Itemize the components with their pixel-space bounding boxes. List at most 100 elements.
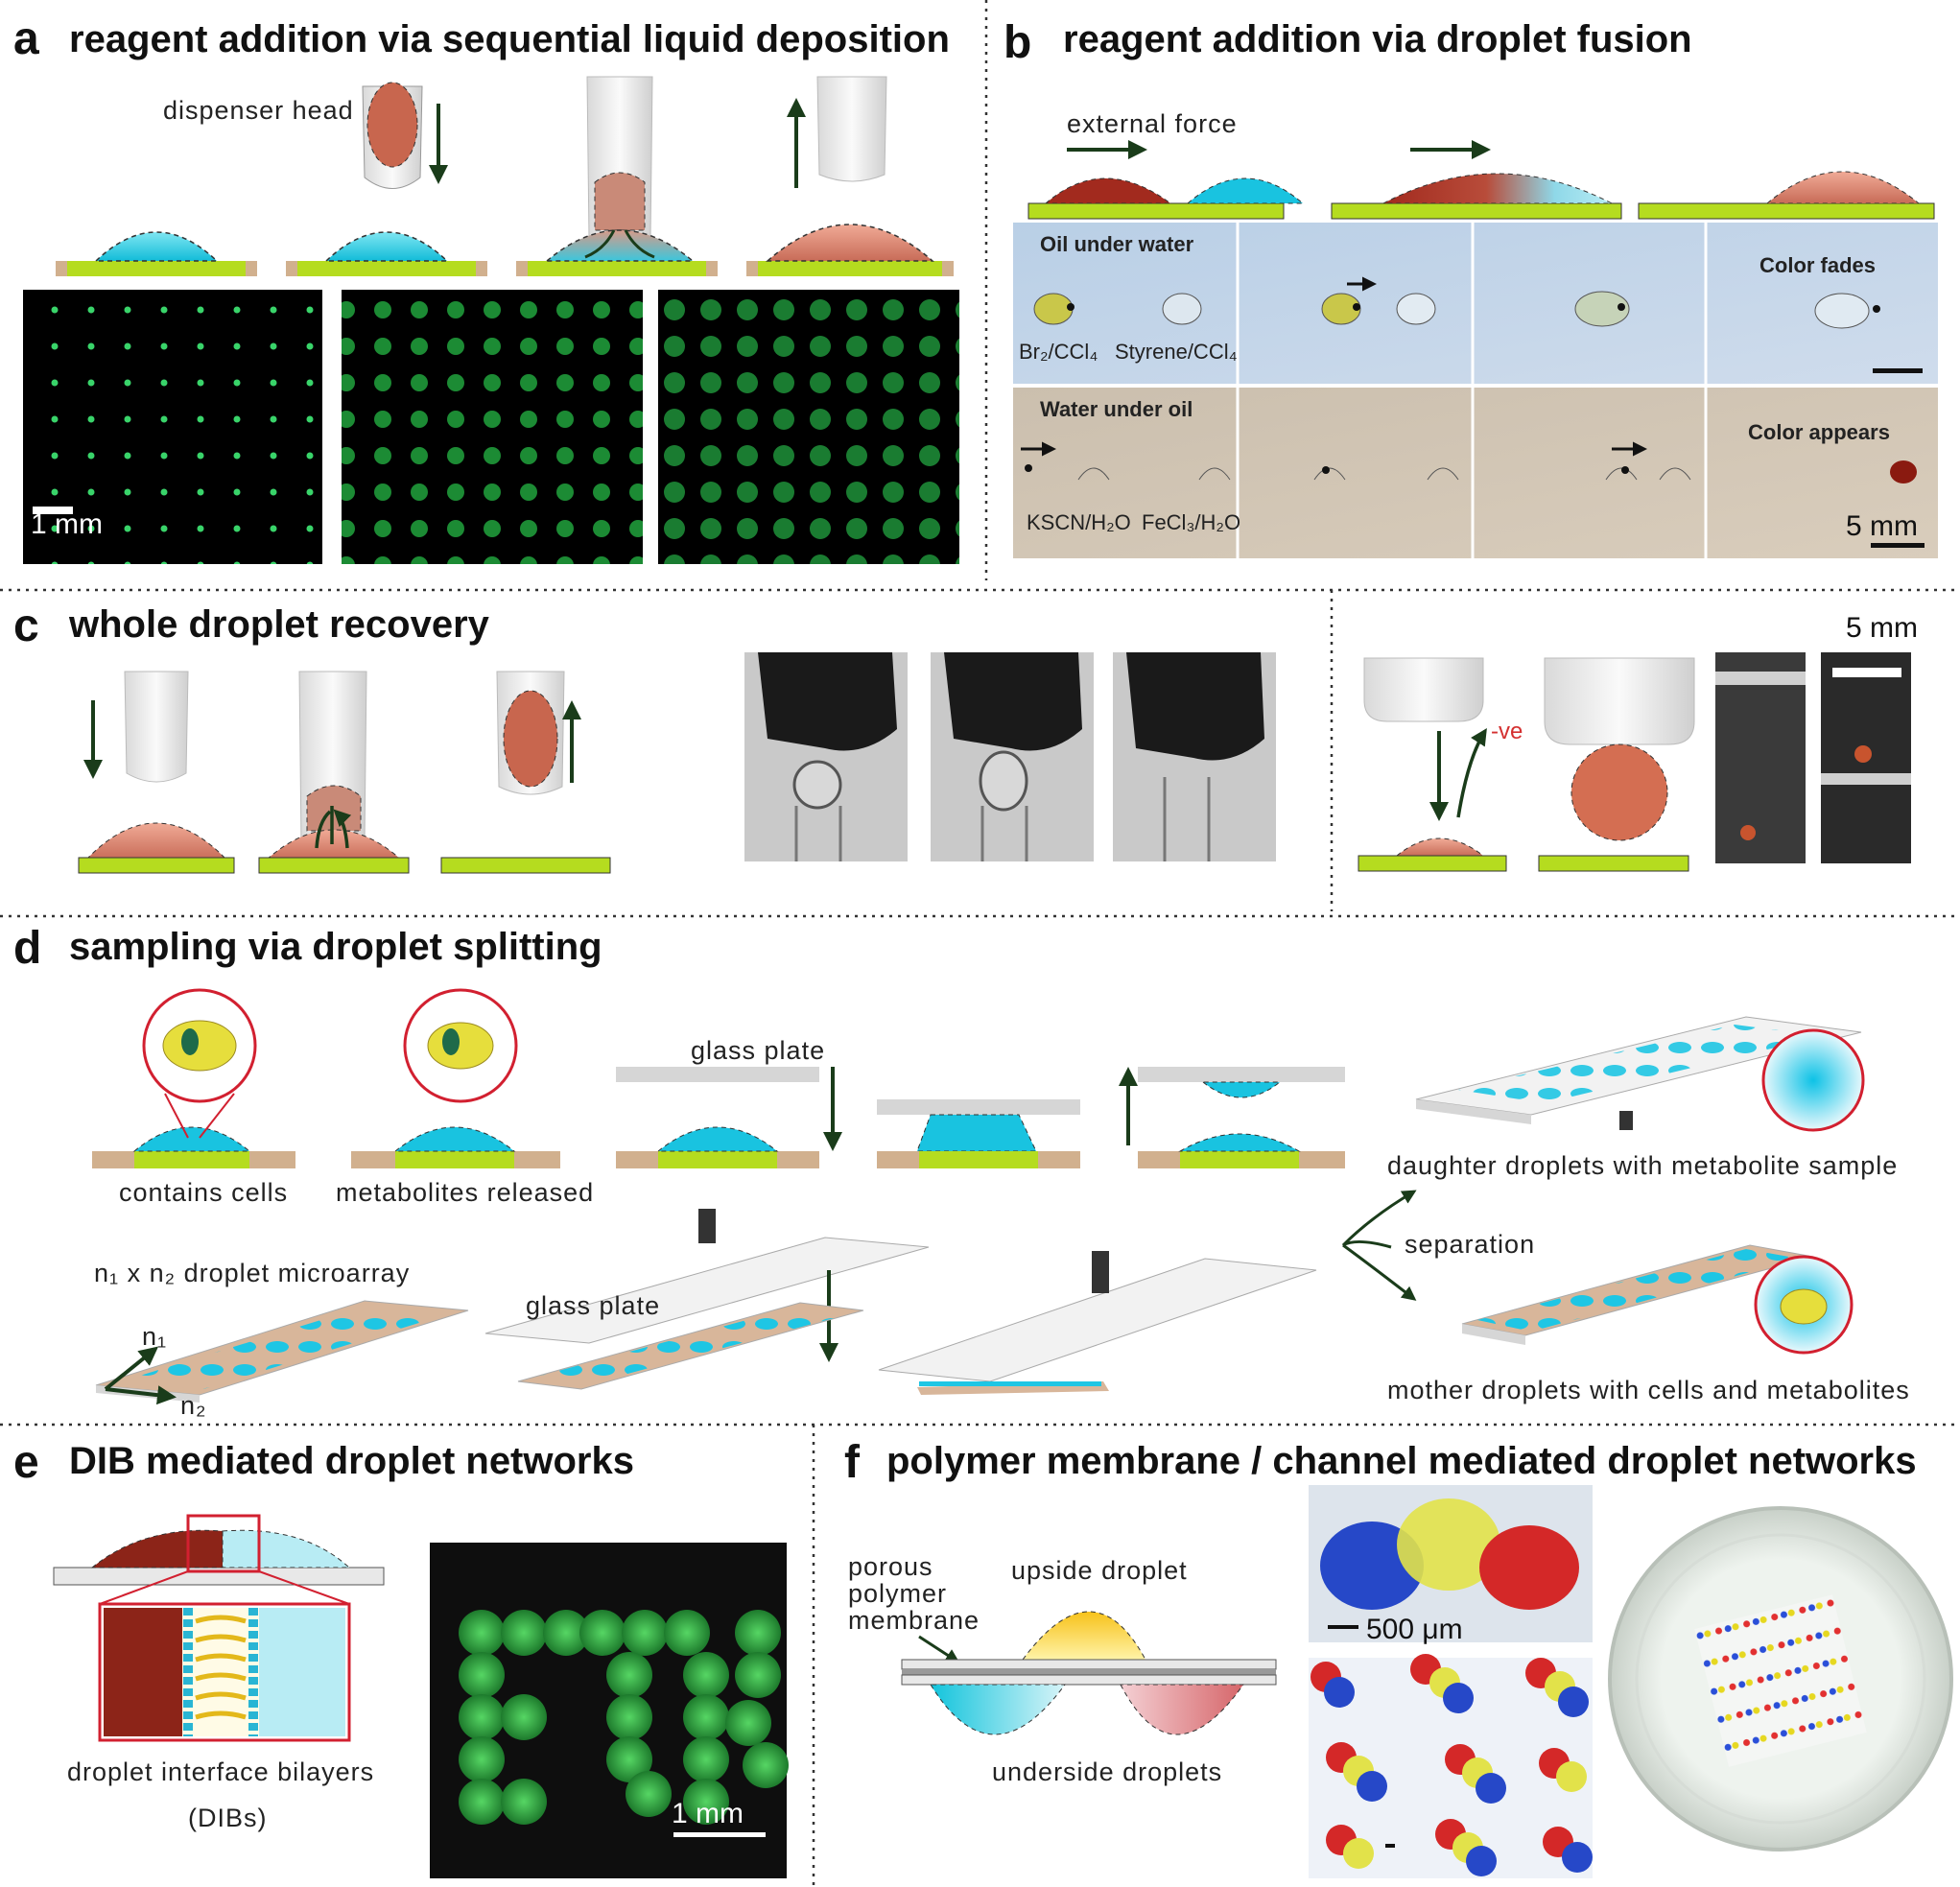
br2-droplet	[1321, 293, 1361, 325]
color-fades-label: Color fades	[1759, 253, 1876, 277]
panel-d-letter: d	[13, 923, 41, 974]
lime-substrate	[78, 857, 235, 874]
mixing-droplet	[544, 229, 696, 262]
separation-label: separation	[1405, 1230, 1535, 1259]
glass-plate-3d	[484, 1237, 930, 1344]
daughter-label: daughter droplets with metabolite sample	[1387, 1151, 1898, 1180]
glass-plate-label: glass plate	[691, 1036, 825, 1065]
panel-f: f polymer membrane / channel mediated dr…	[844, 1437, 1953, 1878]
porous-label-1: porous	[848, 1552, 933, 1581]
dib-label: droplet interface bilayers	[67, 1757, 374, 1786]
faded-droplet	[1814, 293, 1870, 329]
red-product-droplet	[1890, 460, 1917, 484]
styrene-droplet	[1162, 293, 1202, 325]
dispenser-tip	[816, 76, 887, 182]
water-under-oil-label: Water under oil	[1040, 397, 1193, 421]
plate-edge	[1462, 1324, 1525, 1345]
rgb-array	[1694, 1594, 1867, 1767]
scale-bar	[1385, 1844, 1395, 1848]
cyan-droplet	[1186, 177, 1305, 204]
scale-bar	[673, 1832, 766, 1837]
hydrophilic-spot	[658, 1151, 777, 1168]
salmon-droplet	[766, 224, 934, 262]
plate-edge	[1416, 1099, 1531, 1124]
panel-e: e DIB mediated droplet networks droplet …	[13, 1437, 789, 1878]
porous-label-2: polymer	[848, 1579, 947, 1608]
salmon-droplet	[84, 822, 228, 861]
zoom-box	[186, 1514, 261, 1573]
top-plate	[901, 1659, 1277, 1670]
yellow-droplet	[1397, 1498, 1500, 1591]
panel-b-title: reagent addition via droplet fusion	[1063, 18, 1692, 60]
styrene-droplet	[1396, 293, 1436, 325]
lime-substrate	[1638, 202, 1935, 220]
panel-e-title: DIB mediated droplet networks	[69, 1440, 634, 1482]
zoom-line	[258, 1570, 350, 1605]
up-arrow	[1456, 728, 1487, 818]
dib-abbr: (DIBs)	[188, 1804, 268, 1832]
mother-array	[1477, 1249, 1800, 1332]
dispenser-tip	[124, 671, 189, 783]
glass-plate	[877, 1099, 1080, 1115]
mother-droplet	[1178, 1133, 1301, 1152]
kscn-label: KSCN/H₂O	[1027, 510, 1131, 534]
cell	[1780, 1288, 1828, 1325]
red-droplet	[1479, 1525, 1579, 1610]
reagent-droplet	[366, 82, 418, 168]
bottom-plate	[901, 1674, 1277, 1686]
dot-grid	[658, 290, 959, 564]
scale-label-b: 5 mm	[1846, 510, 1918, 542]
recovery-photo-1	[744, 652, 908, 861]
magnet-dot	[1618, 303, 1625, 311]
salmon-droplet	[1395, 837, 1485, 857]
lime-substrate	[1358, 855, 1507, 872]
porous-label-3: membrane	[848, 1606, 980, 1635]
br2-droplet	[1033, 293, 1074, 325]
droplet-array	[533, 1307, 848, 1385]
kscn-droplet	[1313, 467, 1346, 481]
panel-c-title: whole droplet recovery	[68, 603, 490, 646]
hydrophilic-spot	[919, 1151, 1038, 1168]
magnified-daughter	[1761, 1028, 1865, 1132]
scale-bar	[1871, 543, 1925, 548]
upside-label: upside droplet	[1011, 1556, 1188, 1585]
lime-substrate	[258, 857, 410, 874]
electrode	[1715, 672, 1806, 685]
panel-f-title: polymer membrane / channel mediated drop…	[886, 1440, 1917, 1482]
salmon-droplet	[265, 829, 403, 861]
flow-arrows	[315, 806, 347, 849]
sandwiched-droplets	[919, 1381, 1101, 1386]
reagent-droplet	[594, 172, 646, 231]
separation-arrow-up	[1341, 1190, 1417, 1249]
red-droplet	[1044, 177, 1172, 204]
red-droplet	[90, 1529, 224, 1569]
contains-cells-label: contains cells	[119, 1178, 288, 1207]
recovery-photo-3	[1113, 652, 1276, 861]
zoom-line	[164, 1093, 189, 1139]
scale-bar	[1873, 368, 1923, 373]
upside-droplet	[1022, 1611, 1146, 1661]
panel-f-letter: f	[844, 1437, 861, 1488]
glass-plate	[616, 1067, 819, 1082]
droplet	[1740, 825, 1756, 840]
styrene-label: Styrene/CCl₄	[1115, 340, 1238, 364]
cyan-droplet	[222, 1529, 351, 1569]
cyan-droplet	[324, 231, 449, 262]
membrane	[902, 1669, 1276, 1675]
mother-label: mother droplets with cells and metabolit…	[1387, 1376, 1910, 1404]
recovered-droplet	[306, 785, 362, 832]
scale-label-a: 1 mm	[31, 508, 103, 540]
underside-droplet-pink	[1120, 1684, 1244, 1735]
electrode-tip	[1363, 657, 1484, 722]
lime-substrate	[1027, 202, 1285, 220]
holder	[698, 1209, 716, 1243]
zoom-line	[199, 1093, 235, 1139]
underside-label: underside droplets	[992, 1757, 1222, 1786]
cyan-droplet	[94, 231, 219, 262]
squeezed-droplet	[916, 1114, 1037, 1152]
kscn-droplet	[1077, 467, 1110, 481]
panel-d: d sampling via droplet splitting contain…	[13, 923, 1910, 1420]
hydrophilic-spot	[395, 1151, 514, 1168]
zoom-panel	[98, 1602, 351, 1742]
scale-label-c: 5 mm	[1846, 612, 1918, 644]
